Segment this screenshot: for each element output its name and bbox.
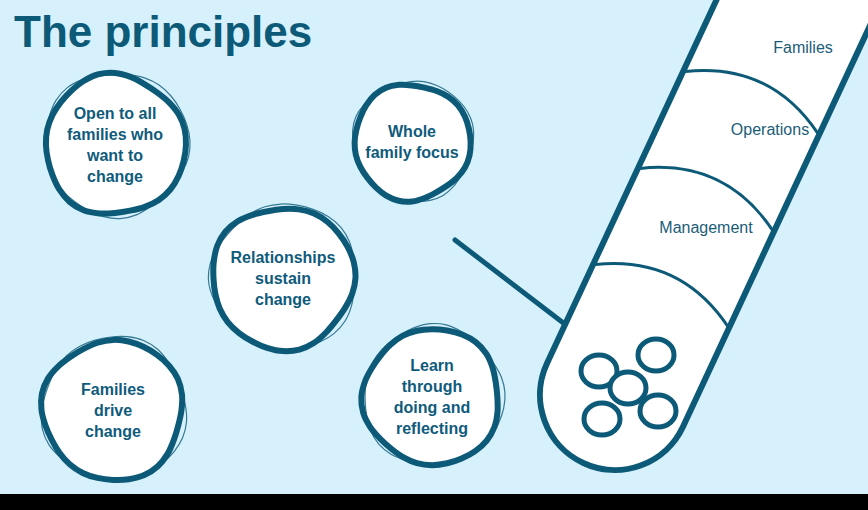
circle-outline (344, 74, 480, 210)
band-label: Management (641, 216, 771, 240)
principle-circle: Whole family focus (344, 74, 480, 210)
sketch-stroke (46, 75, 190, 219)
sketch-stroke (41, 336, 186, 480)
test-tube (515, 0, 868, 495)
principle-circle: Families drive change (33, 330, 193, 490)
circle-stroke (213, 209, 355, 351)
principle-text: Relationships sustain change (228, 247, 338, 310)
principle-text: Whole family focus (364, 121, 460, 163)
circle-text-wrap: Families drive change (33, 330, 193, 490)
tube-contents (581, 339, 676, 435)
tube-band: Operations (710, 118, 830, 142)
principle-circle: Relationships sustain change (202, 197, 364, 359)
diagram-title: The principles (14, 4, 312, 60)
tube-outline (515, 0, 868, 495)
leader-line (455, 240, 566, 325)
tube-band: Management (641, 216, 771, 240)
band-divider (595, 245, 737, 327)
sketch-stroke (353, 81, 474, 201)
band-divider (640, 148, 782, 230)
principle-circle: Open to all families who want to change (35, 65, 195, 225)
small-circle (610, 372, 646, 404)
sketch-stroke (208, 204, 354, 350)
small-circle (638, 339, 674, 371)
small-circle (584, 403, 620, 435)
principle-text: Open to all families who want to change (60, 103, 170, 187)
sketch-stroke (365, 324, 505, 464)
circle-outline (354, 319, 510, 475)
circle-text-wrap: Open to all families who want to change (35, 65, 195, 225)
circle-text-wrap: Learn through doing and reflecting (354, 319, 510, 475)
tube-band: Families (743, 36, 863, 60)
principle-text: Families drive change (73, 379, 153, 442)
circle-text-wrap: Relationships sustain change (202, 197, 364, 359)
band-label: Operations (710, 118, 830, 142)
bottom-bar (0, 494, 868, 510)
small-circle (640, 395, 676, 427)
band-label: Families (743, 36, 863, 60)
principle-text: Learn through doing and reflecting (387, 355, 477, 439)
circle-outline (35, 65, 195, 225)
circle-text-wrap: Whole family focus (344, 74, 480, 210)
band-divider (685, 51, 827, 133)
principle-circle: Learn through doing and reflecting (354, 319, 510, 475)
